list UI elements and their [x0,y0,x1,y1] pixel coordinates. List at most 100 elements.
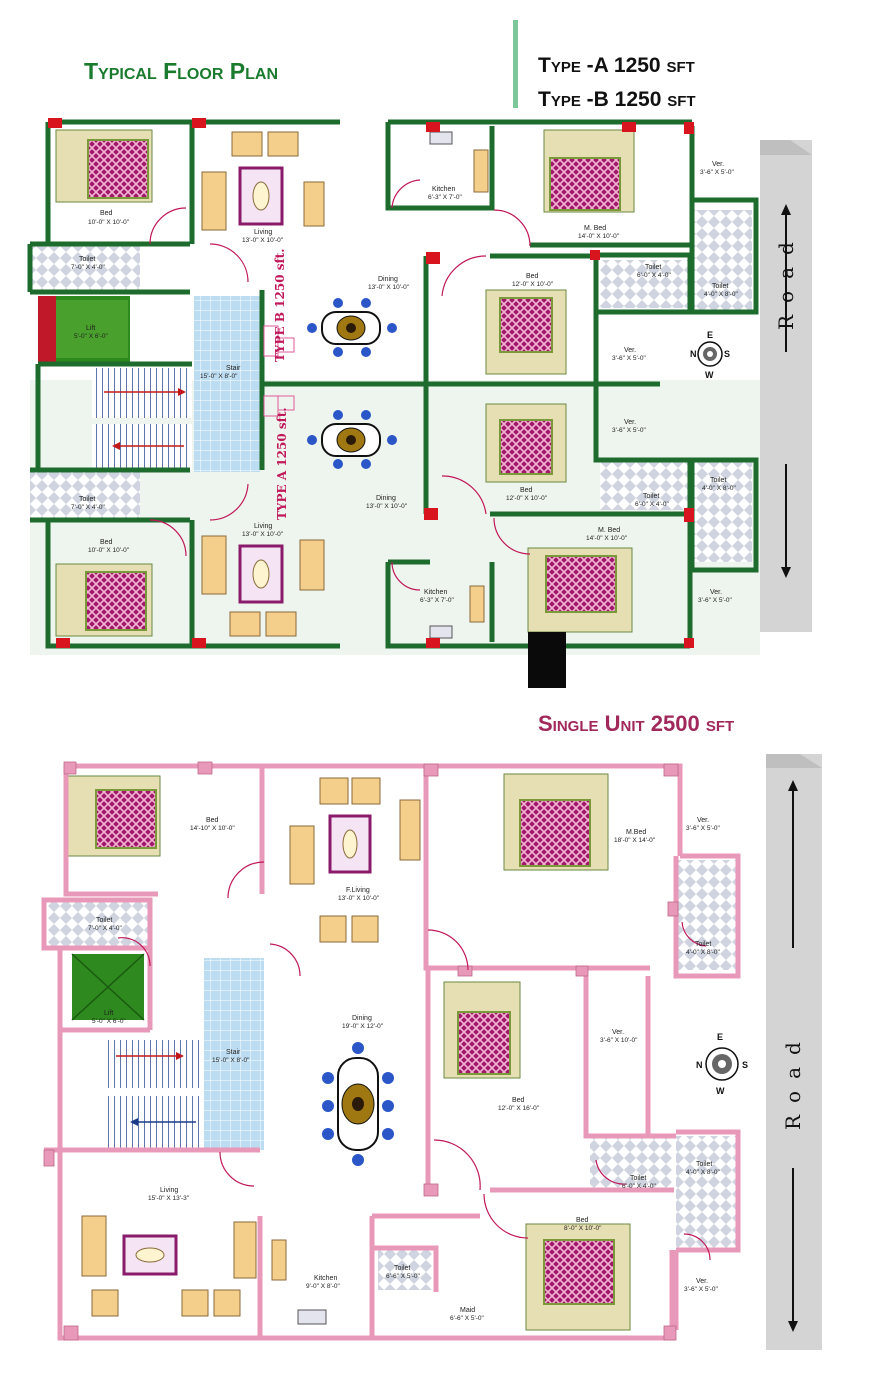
svg-text:4'-0" X 8'-0": 4'-0" X 8'-0" [686,949,721,956]
svg-text:Ver.: Ver. [696,1278,708,1285]
svg-text:Ver.: Ver. [624,347,636,354]
svg-text:M.Bed: M.Bed [626,829,646,836]
svg-text:6'-0" X 4'-0": 6'-0" X 4'-0" [635,501,670,508]
stair-bottom [204,958,264,1150]
road-strip-bottom [766,754,822,1350]
svg-text:3'-6" X 5'-0": 3'-6" X 5'-0" [612,427,647,434]
svg-text:12'-0" X 10'-0": 12'-0" X 10'-0" [506,495,548,502]
svg-text:S: S [724,349,730,359]
svg-text:Living: Living [254,523,272,530]
svg-text:19'-0" X 12'-0": 19'-0" X 12'-0" [342,1023,384,1030]
svg-text:W: W [716,1086,725,1096]
svg-text:3'-6" X 5'-0": 3'-6" X 5'-0" [612,355,647,362]
svg-text:Toilet: Toilet [710,477,726,484]
svg-text:Toilet: Toilet [696,1161,712,1168]
svg-text:15'-0" X 13'-3": 15'-0" X 13'-3" [148,1195,190,1202]
svg-text:8'-0" X 10'-0": 8'-0" X 10'-0" [564,1225,602,1232]
svg-text:Dining: Dining [378,276,398,283]
svg-text:Lift: Lift [86,325,95,332]
black-marker [528,632,566,688]
svg-text:14'-0" X 10'-0": 14'-0" X 10'-0" [586,535,628,542]
svg-text:Toilet: Toilet [645,264,661,271]
single-unit-plan: Road [41,754,822,1350]
svg-text:13'-0" X 10'-0": 13'-0" X 10'-0" [338,895,380,902]
svg-text:N: N [690,349,697,359]
svg-text:13'-0" X 10'-0": 13'-0" X 10'-0" [242,531,284,538]
svg-text:6'-6" X 5'-0": 6'-6" X 5'-0" [450,1315,485,1322]
svg-text:Dining: Dining [376,495,396,502]
svg-text:Toilet: Toilet [630,1175,646,1182]
svg-text:7'-0" X 4'-0": 7'-0" X 4'-0" [71,264,106,271]
road-label-bottom: Road [781,1030,805,1130]
svg-text:6'-0" X 4'-0": 6'-0" X 4'-0" [637,272,672,279]
svg-text:Toilet: Toilet [394,1265,410,1272]
svg-text:Ver.: Ver. [624,419,636,426]
svg-text:W: W [705,370,714,380]
svg-text:4'-0" X 8'-0": 4'-0" X 8'-0" [702,485,737,492]
svg-text:Toilet: Toilet [712,283,728,290]
svg-text:Toilet: Toilet [79,256,95,263]
svg-text:M. Bed: M. Bed [598,527,620,534]
svg-text:S: S [742,1060,748,1070]
svg-text:3'-6" X 5'-0": 3'-6" X 5'-0" [698,597,733,604]
svg-text:E: E [707,330,713,340]
stair-top [194,296,260,472]
svg-text:6'-6" X 5'-0": 6'-6" X 5'-0" [386,1273,421,1280]
svg-text:12'-0" X 16'-0": 12'-0" X 16'-0" [498,1105,540,1112]
svg-text:Bed: Bed [520,487,533,494]
svg-text:Maid: Maid [460,1307,475,1314]
typical-floor-plan-title: Typical Floor Plan [84,58,278,84]
svg-text:10'-0" X 10'-0": 10'-0" X 10'-0" [88,219,130,226]
svg-text:Bed: Bed [100,210,113,217]
svg-text:Stair: Stair [226,365,241,372]
svg-text:Ver.: Ver. [697,817,709,824]
svg-text:Living: Living [160,1187,178,1194]
svg-text:Toilet: Toilet [79,496,95,503]
svg-text:6'-3" X 7'-0": 6'-3" X 7'-0" [420,597,455,604]
svg-text:Ver.: Ver. [712,161,724,168]
bottom-room-labels: Bed 14'-10" X 10'-0" M.Bed 18'-0" X 14'-… [88,817,721,1322]
svg-text:Lift: Lift [104,1010,113,1017]
compass-top: E S N W [690,330,730,380]
svg-text:M. Bed: M. Bed [584,225,606,232]
svg-text:Living: Living [254,229,272,236]
svg-text:4'-0" X 8'-0": 4'-0" X 8'-0" [704,291,739,298]
svg-text:Kitchen: Kitchen [314,1275,337,1282]
svg-text:Toilet: Toilet [695,941,711,948]
svg-text:5'-0" X 6'-0": 5'-0" X 6'-0" [74,333,109,340]
svg-text:E: E [717,1032,723,1042]
svg-text:N: N [696,1060,703,1070]
type-a-vertical-label: TYPE A 1250 sft. [275,407,289,520]
compass-bottom: E S N W [696,1032,748,1096]
svg-text:Dining: Dining [352,1015,372,1022]
svg-text:Kitchen: Kitchen [432,186,455,193]
svg-text:15'-0" X 8'-0": 15'-0" X 8'-0" [200,373,238,380]
single-unit-title: Single Unit 2500 sft [538,711,734,736]
svg-text:Bed: Bed [206,817,219,824]
svg-text:6'-0" X 4'-0": 6'-0" X 4'-0" [622,1183,657,1190]
svg-text:3'-6" X 5'-0": 3'-6" X 5'-0" [700,169,735,176]
svg-text:Bed: Bed [526,273,539,280]
svg-text:5'-0" X 6'-0": 5'-0" X 6'-0" [92,1018,127,1025]
type-b-title: Type -B 1250 sft [538,88,696,111]
svg-text:F.Living: F.Living [346,887,370,894]
title-divider [513,20,518,108]
svg-text:Toilet: Toilet [96,917,112,924]
svg-text:7'-0" X 4'-0": 7'-0" X 4'-0" [88,925,123,932]
svg-text:Bed: Bed [576,1217,589,1224]
type-b-vertical-label: TYPE B 1250 sft. [273,249,287,362]
svg-text:13'-0" X 10'-0": 13'-0" X 10'-0" [368,284,410,291]
svg-text:3'-6" X 5'-0": 3'-6" X 5'-0" [684,1286,719,1293]
top-room-labels: Bed 10'-0" X 10'-0" Living 13'-0" X 10'-… [71,161,739,604]
svg-text:Ver.: Ver. [612,1029,624,1036]
svg-text:3'-6" X 5'-0": 3'-6" X 5'-0" [686,825,721,832]
svg-text:3'-6" X 10'-0": 3'-6" X 10'-0" [600,1037,638,1044]
svg-text:15'-0" X 8'-0": 15'-0" X 8'-0" [212,1057,250,1064]
svg-text:14'-0" X 10'-0": 14'-0" X 10'-0" [578,233,620,240]
road-strip-top [760,140,812,632]
svg-text:13'-0" X 10'-0": 13'-0" X 10'-0" [242,237,284,244]
svg-text:12'-0" X 10'-0": 12'-0" X 10'-0" [512,281,554,288]
svg-text:18'-0" X 14'-0": 18'-0" X 14'-0" [614,837,656,844]
svg-text:Toilet: Toilet [643,493,659,500]
